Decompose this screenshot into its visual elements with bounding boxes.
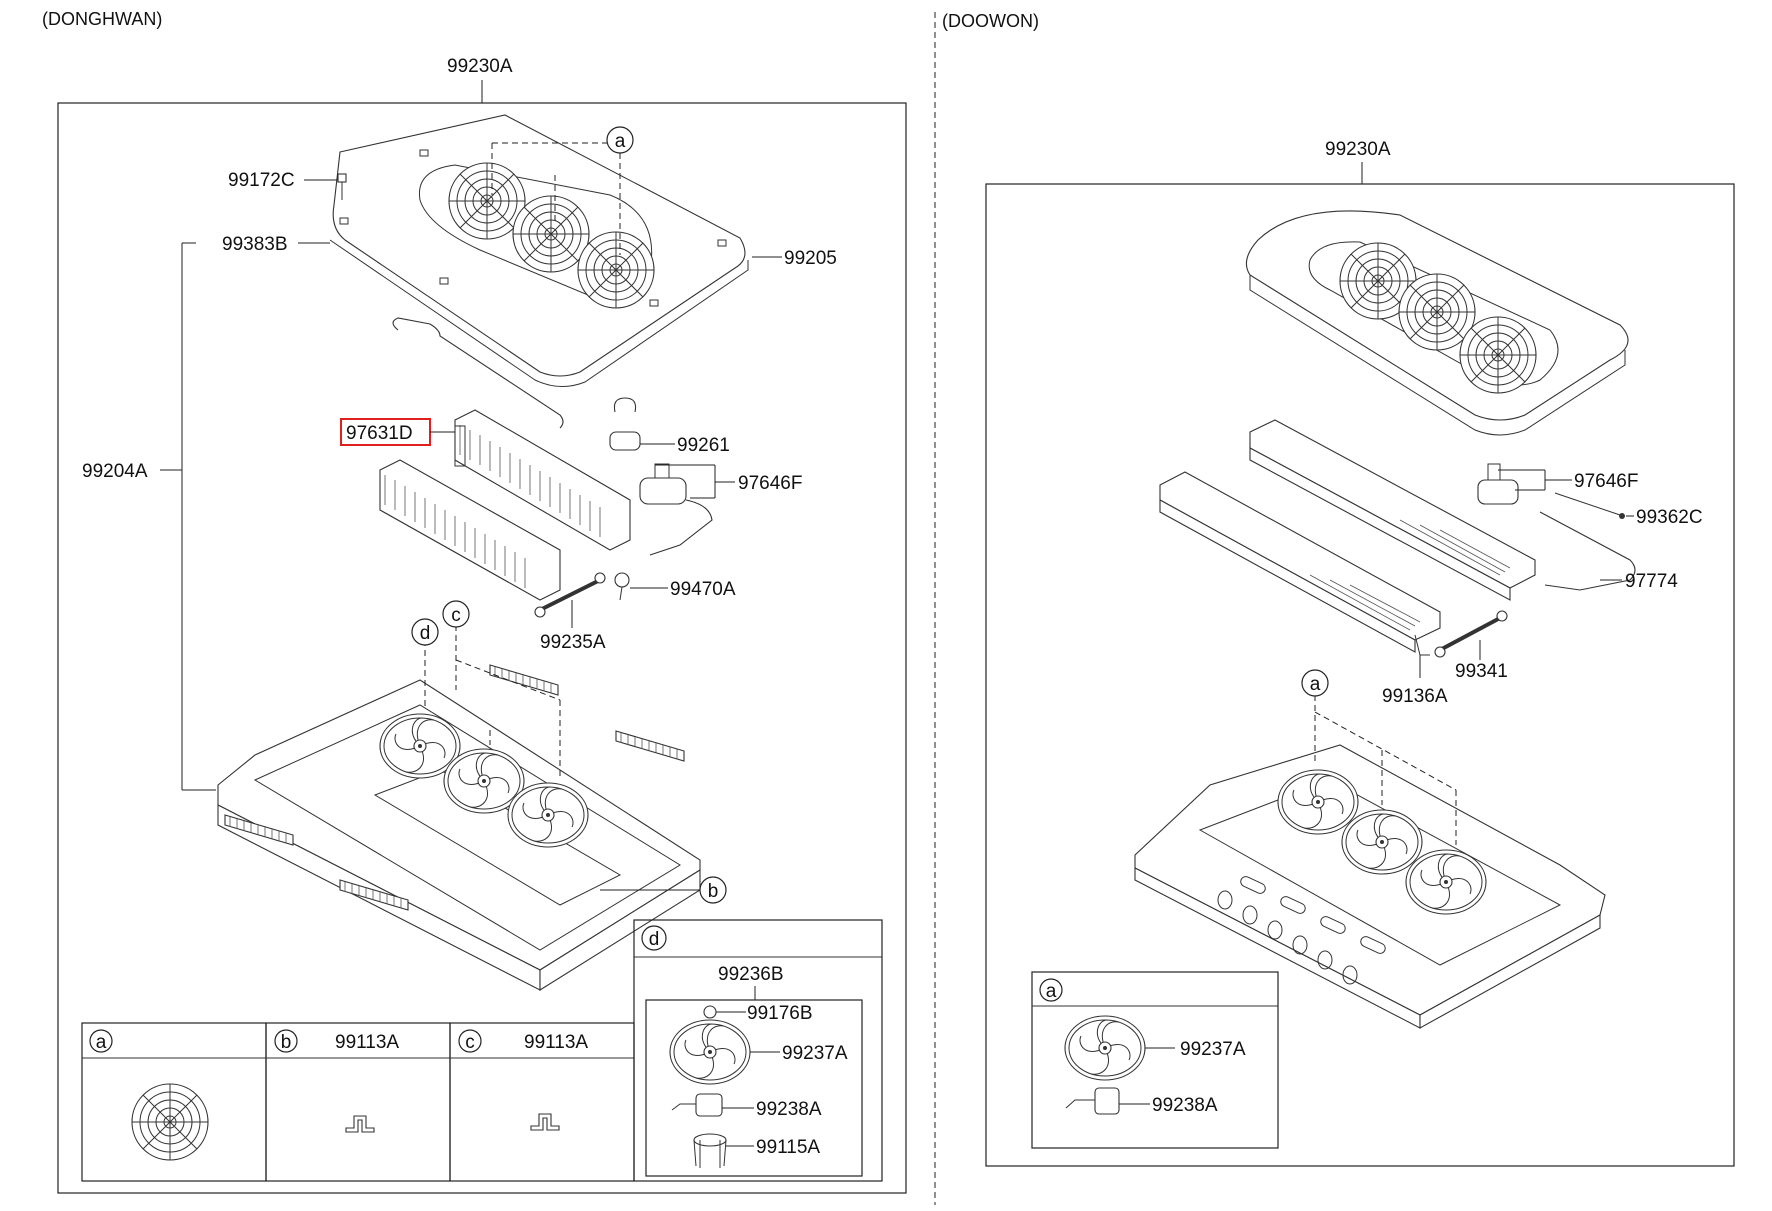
callout-b (699, 876, 727, 904)
nut-part (614, 572, 630, 601)
hose-part (534, 572, 606, 618)
screw-icon (337, 173, 347, 200)
donghwan-title: (DONGHWAN) (42, 9, 162, 29)
right-assembly-label: 99230A (1325, 139, 1391, 160)
right-valve-part (1477, 463, 1519, 505)
label-99341: 99341 (1455, 661, 1508, 682)
label-right-99238A: 99238A (1152, 1095, 1218, 1116)
svg-text:b: b (281, 1032, 292, 1053)
callout-a (606, 126, 634, 154)
svg-text:a: a (615, 131, 626, 152)
svg-text:a: a (1310, 674, 1321, 695)
label-99113A-c: 99113A (524, 1032, 588, 1053)
doowon-title: (DOOWON) (942, 11, 1039, 31)
expansion-valve-part (639, 463, 713, 556)
right-top-cover-part (1245, 210, 1629, 436)
detail-d-box: d 99236B 99176B 99237A 99238A 99115A (633, 919, 883, 1182)
label-99236B: 99236B (718, 964, 784, 985)
label-99470A: 99470A (670, 579, 736, 600)
right-callout-a (1301, 669, 1329, 697)
label-99205: 99205 (784, 248, 837, 269)
doowon-section: (DOOWON) 99230A (942, 11, 1735, 1167)
svg-text:d: d (649, 929, 660, 950)
detail-a-box: a (81, 1022, 267, 1182)
detail-c-box: c 99113A (449, 1022, 635, 1182)
svg-text:a: a (96, 1032, 107, 1053)
label-99383B: 99383B (222, 234, 288, 255)
label-99115A: 99115A (756, 1137, 820, 1158)
label-99176B: 99176B (747, 1003, 813, 1024)
label-99238A: 99238A (756, 1099, 822, 1120)
label-99136A: 99136A (1382, 686, 1448, 707)
right-detail-a-box: a 99237A 99238A (1031, 971, 1279, 1149)
label-99362C: 99362C (1636, 507, 1703, 528)
svg-text:c: c (465, 1032, 475, 1053)
right-core-upper-part (1249, 419, 1536, 601)
svg-text:b: b (708, 881, 719, 902)
label-99237A: 99237A (782, 1043, 848, 1064)
callout-c (442, 600, 470, 628)
right-core-lower-part (1159, 471, 1441, 653)
left-main-frame (57, 102, 907, 1194)
label-99172C: 99172C (228, 170, 295, 191)
callout-d (411, 618, 439, 646)
lower-housing-part (217, 664, 701, 991)
label-97774: 97774 (1625, 571, 1678, 592)
label-99235A: 99235A (540, 632, 606, 653)
left-assembly-label: 99230A (447, 56, 513, 77)
top-cover-part (329, 114, 749, 387)
donghwan-section: (DONGHWAN) 99230A a 99172C (42, 9, 907, 1194)
svg-text:c: c (451, 605, 461, 626)
clamp-part (609, 397, 641, 451)
label-99204A: 99204A (82, 461, 148, 482)
right-main-frame (985, 183, 1735, 1167)
label-97631D: 97631D (346, 423, 413, 444)
svg-text:d: d (420, 623, 431, 644)
label-99113A-b: 99113A (335, 1032, 399, 1053)
right-lower-housing-part (1134, 744, 1606, 1029)
svg-text:a: a (1046, 981, 1057, 1002)
label-97646F: 97646F (738, 473, 802, 494)
label-99261: 99261 (677, 435, 730, 456)
label-right-99237A: 99237A (1180, 1039, 1246, 1060)
evaporator-core-part (379, 409, 631, 601)
detail-b-box: b 99113A (265, 1022, 451, 1182)
label-right-97646F: 97646F (1574, 471, 1638, 492)
